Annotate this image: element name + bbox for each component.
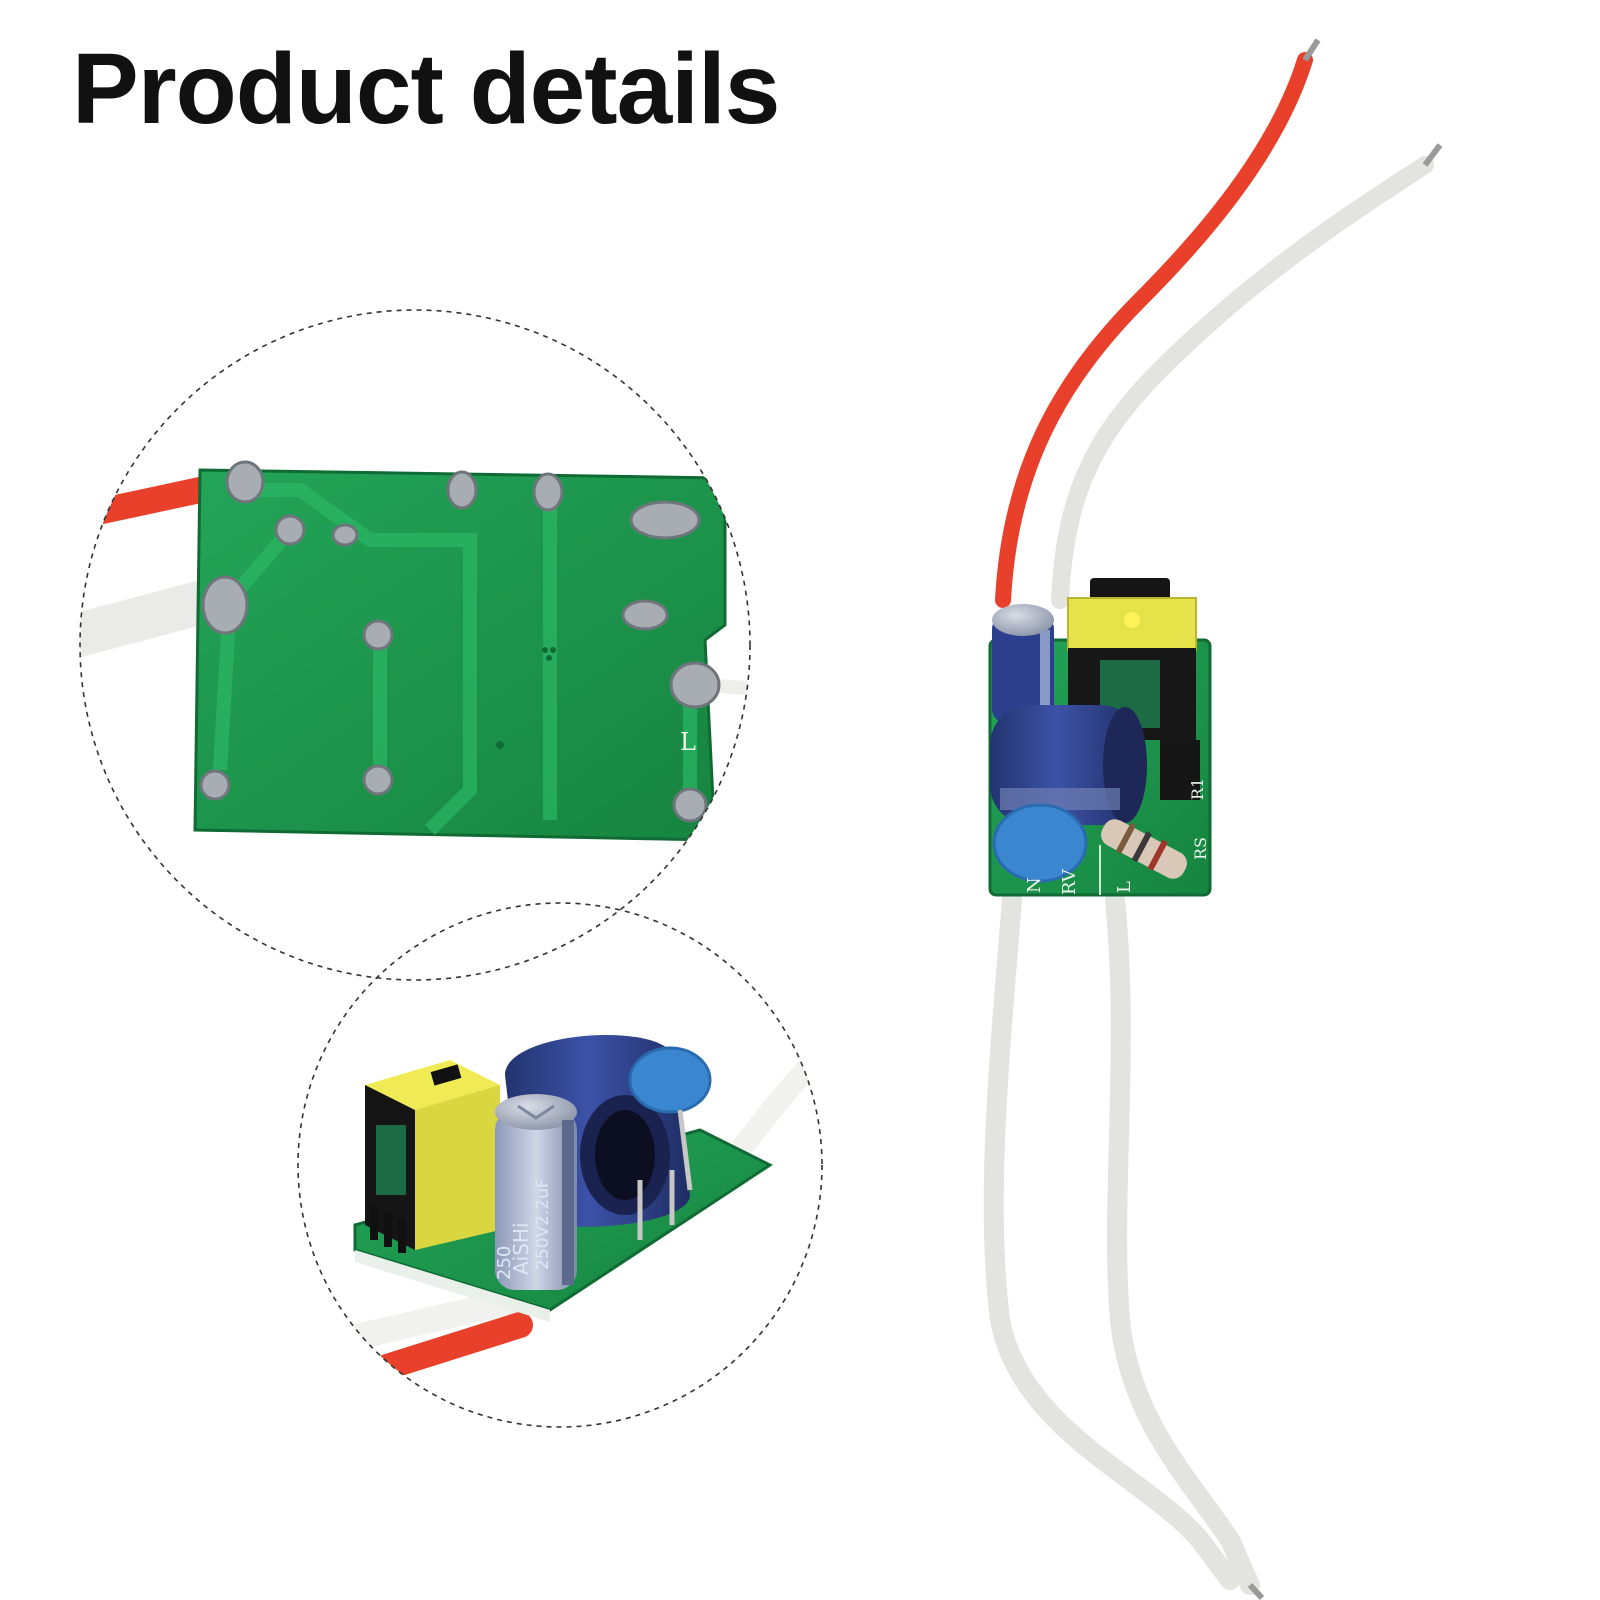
page-title: Product details <box>72 33 780 145</box>
wire-tip <box>1302 38 1321 62</box>
silkscreen-l-label: L <box>680 728 696 756</box>
silkscreen-r1-label: R1 <box>1188 778 1207 800</box>
white-wire <box>1105 890 1260 1595</box>
varistor-disc <box>992 803 1088 883</box>
capacitor-rating-text: 250V2.2uF <box>533 1178 553 1270</box>
silkscreen-n-label: N <box>1024 877 1045 893</box>
pcb-edge <box>355 1250 550 1322</box>
wire-tip <box>1422 143 1443 167</box>
transformer <box>365 1060 500 1253</box>
ic-chip <box>1160 740 1200 800</box>
component-side-closeup: AiSHi 250V2.2uF 250 <box>297 902 823 1428</box>
capacitor-rating-partial-text: 250 <box>494 1246 515 1280</box>
electrolytic-capacitor-small <box>992 604 1054 723</box>
red-wire <box>80 477 213 533</box>
pcb-solder-side-closeup: L <box>79 309 751 981</box>
white-wire <box>1051 156 1434 609</box>
transformer <box>1067 578 1197 740</box>
electrolytic-capacitor-small: AiSHi 250V2.2uF 250 <box>494 1094 577 1290</box>
white-wire <box>729 1029 822 1161</box>
full-driver-with-wires: N RV L R1 RS <box>983 38 1443 1600</box>
zoom-circle-border <box>297 902 823 1428</box>
capacitor-brand-text: AiSHi <box>509 1222 533 1275</box>
red-wire <box>995 52 1313 608</box>
resistor <box>1101 819 1187 879</box>
white-wire <box>983 890 1240 1590</box>
solder-joints <box>199 460 721 823</box>
silkscreen-rv-label: RV <box>1059 868 1080 895</box>
silkscreen-rs-label: RS <box>1191 837 1210 860</box>
zoom-circle-border <box>79 309 751 981</box>
varistor-disc <box>628 1046 712 1114</box>
white-wire <box>80 578 232 662</box>
wire-tip <box>1247 1582 1265 1600</box>
silkscreen-l-label: L <box>1114 881 1135 893</box>
electrolytic-capacitor-large <box>990 705 1147 825</box>
